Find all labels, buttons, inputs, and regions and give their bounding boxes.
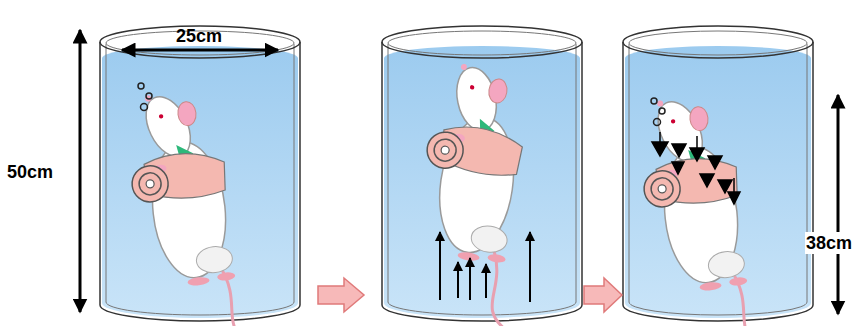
step-arrow [584, 278, 622, 312]
bubble [141, 104, 148, 111]
step-arrow [318, 278, 364, 312]
tank-rim [382, 26, 582, 58]
tank-rim [388, 31, 576, 55]
arrowhead [672, 162, 684, 174]
arrowhead [672, 144, 686, 157]
arrowhead [708, 156, 722, 169]
tank-rim [100, 26, 300, 58]
dimension-arrow [79, 30, 82, 312]
bubble [146, 93, 152, 99]
force-arrow [529, 232, 531, 302]
force-arrow [469, 258, 471, 300]
bubble [138, 83, 144, 89]
bubbles [651, 98, 665, 126]
bubble [651, 98, 657, 104]
bubbles [138, 83, 152, 111]
rat [635, 86, 794, 326]
arrowhead [700, 174, 714, 187]
dimension-arrow [122, 49, 278, 52]
dimension-label: 25cm [175, 25, 223, 47]
bubble [659, 108, 665, 114]
arrowhead [728, 192, 740, 204]
arrowhead [718, 180, 732, 193]
down-arrows [652, 132, 740, 204]
arrowhead [690, 148, 704, 161]
force-arrow [457, 262, 459, 298]
bubble [654, 119, 661, 126]
arrowhead [652, 142, 668, 156]
force-arrow [733, 178, 735, 192]
force-arrow [696, 136, 698, 148]
rat [403, 57, 571, 326]
dimension-label: 50cm [6, 161, 54, 183]
tank-rim [623, 26, 813, 58]
force-arrow [659, 132, 661, 142]
dimension-label: 38cm [805, 232, 853, 254]
dimension-arrow [837, 95, 840, 314]
force-arrow [439, 232, 441, 300]
up-arrows [440, 232, 530, 302]
tank-rim [629, 31, 807, 55]
force-arrow [485, 264, 487, 298]
rat [123, 81, 282, 326]
